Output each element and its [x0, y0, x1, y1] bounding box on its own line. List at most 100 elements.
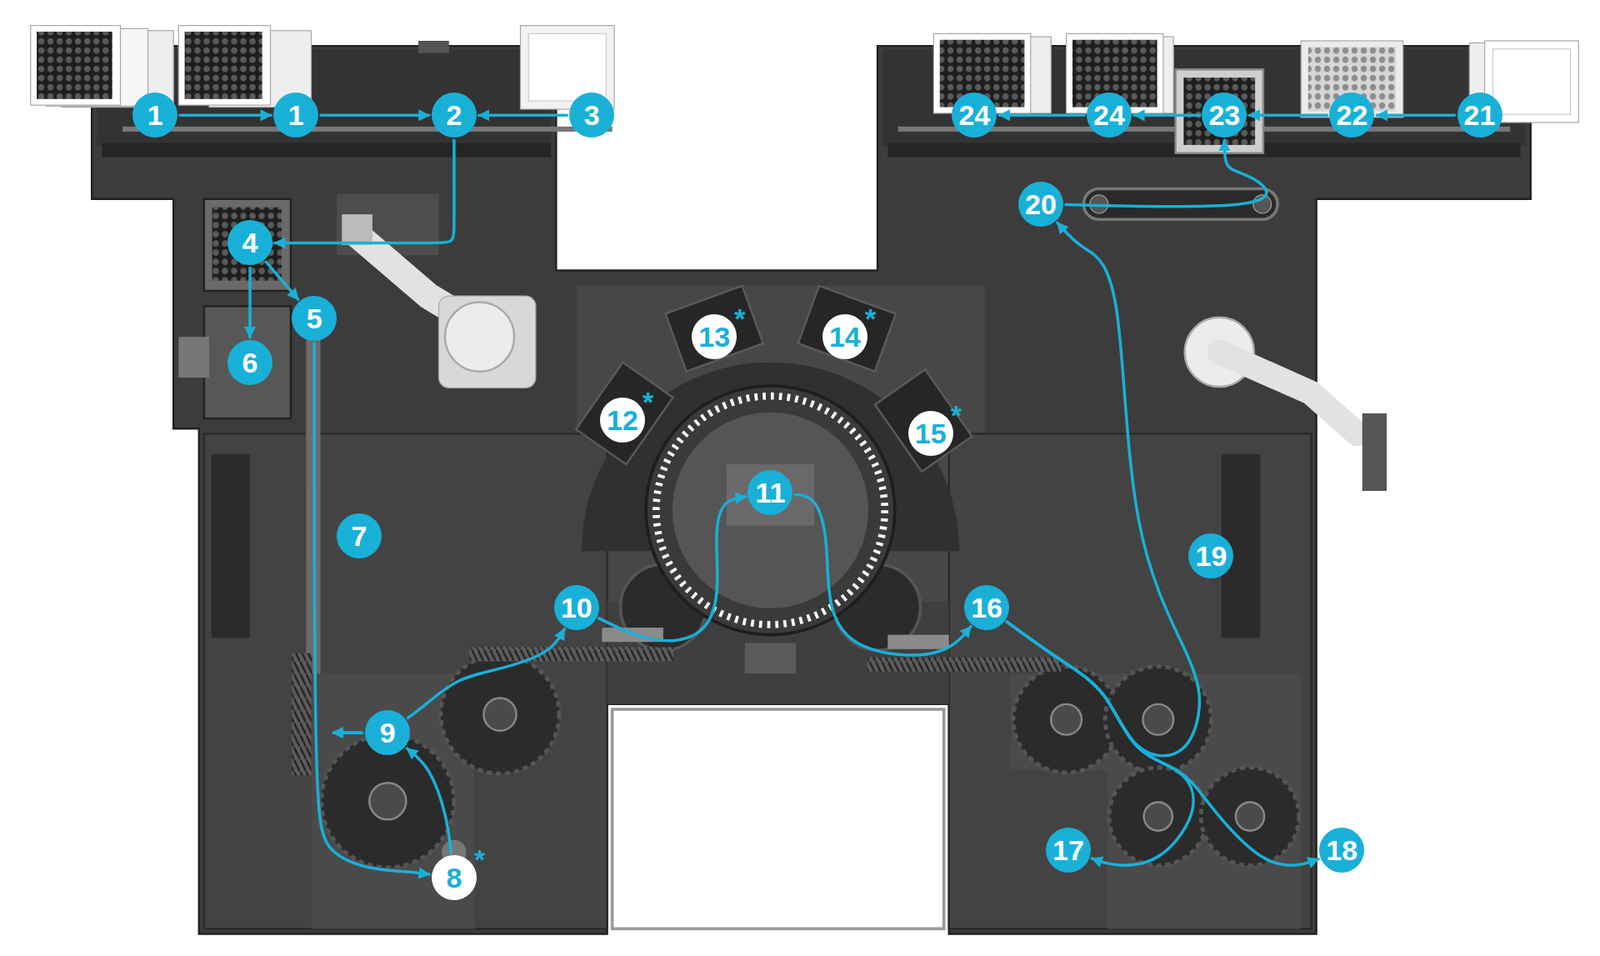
- callout-number: 10: [554, 585, 600, 630]
- robot-gripper: [1362, 413, 1387, 491]
- callout-number: 5: [291, 295, 337, 341]
- callout-number: 9: [380, 718, 396, 747]
- tray-holes: [36, 31, 113, 100]
- timing-screw: [469, 646, 674, 661]
- carousel-table: [672, 412, 869, 609]
- feed-screw: [291, 653, 312, 776]
- callout-number: 1: [288, 100, 305, 130]
- callout-number: 24: [1086, 92, 1132, 138]
- callout-number: 7: [351, 521, 368, 550]
- callout-number: 24: [958, 100, 990, 130]
- flow-arrow: [599, 496, 746, 641]
- callout-number: 1: [273, 92, 319, 138]
- process-station: [798, 285, 896, 372]
- robot-arm: [1219, 351, 1357, 434]
- callout-number: 18: [1325, 835, 1358, 865]
- flow-arrow: [1249, 114, 1327, 118]
- callout-number: 13*: [691, 314, 737, 360]
- callout-number: 9: [365, 710, 410, 755]
- wheel-hub: [1142, 704, 1174, 735]
- callout-number: 22: [1329, 92, 1375, 138]
- callout-asterisk: *: [642, 387, 654, 416]
- flow-arrow: [1006, 222, 1200, 756]
- tray-nest: [1175, 69, 1264, 153]
- flow-arrow: [320, 114, 430, 118]
- callout-number: 24: [1093, 100, 1125, 130]
- star-wheel: [440, 655, 560, 774]
- callout-number: 12: [606, 405, 639, 435]
- process-station: [575, 362, 673, 465]
- shuttle-rail: [122, 126, 613, 132]
- empty-tray: [1492, 49, 1570, 115]
- process-station: [665, 285, 764, 372]
- rail: [101, 142, 551, 157]
- callout-number: 23: [1201, 92, 1247, 138]
- screw-drive: [887, 635, 949, 650]
- callout-number: 19: [1188, 533, 1234, 579]
- robot-gripper: [341, 214, 373, 245]
- tray-holes: [185, 31, 263, 100]
- tray: [178, 25, 270, 106]
- operator-notch: [612, 709, 945, 929]
- callout-number: 8: [445, 863, 462, 892]
- callout-number: 19: [1195, 541, 1228, 570]
- carousel: [645, 385, 895, 635]
- flow-arrow: [248, 267, 252, 337]
- callout-number: 23: [1208, 100, 1240, 130]
- process-station: [875, 369, 972, 471]
- timing-screw: [867, 657, 1062, 672]
- callout-number: 11: [747, 470, 793, 515]
- callout-number: 16: [964, 585, 1010, 630]
- bracket: [418, 40, 450, 54]
- floor-panel: [204, 433, 608, 929]
- flow-arrow: [314, 343, 430, 875]
- callout-number: 21: [1464, 100, 1496, 130]
- carousel-pockets: [655, 395, 885, 625]
- flow-arrow: [180, 114, 271, 118]
- callout-number: 15*: [908, 410, 954, 456]
- callout-number: 11: [755, 478, 786, 507]
- callout-asterisk: *: [865, 304, 876, 333]
- denester-motor: [178, 336, 210, 378]
- flow-arrow: [1376, 114, 1455, 118]
- callout-number: 8*: [431, 855, 477, 900]
- callout-number: 2: [445, 100, 462, 130]
- flow-arrow: [265, 261, 298, 300]
- flow-arrow: [1065, 140, 1267, 206]
- flow-arrow: [275, 140, 455, 243]
- callout-number: 15: [915, 419, 947, 448]
- tray: [30, 25, 121, 106]
- flow-arrow: [1006, 621, 1319, 865]
- callout-asterisk: *: [734, 304, 745, 333]
- callout-number: 13: [698, 322, 730, 351]
- flow-arrow: [479, 114, 567, 118]
- flow-arrow: [1006, 621, 1194, 865]
- callout-number: 2: [431, 92, 477, 138]
- wheel-hub: [483, 698, 516, 731]
- denester: [204, 305, 291, 419]
- callout-number: 7: [336, 513, 382, 559]
- callout-number: 12*: [600, 397, 645, 443]
- callout-number: 17: [1052, 835, 1085, 865]
- callout-number: 14: [829, 322, 861, 351]
- callout-number: 4: [242, 228, 259, 257]
- callout-number: 1: [147, 100, 164, 130]
- callout-number: 24: [951, 92, 997, 138]
- side-slot: [210, 454, 250, 638]
- flow-arrow: [1134, 114, 1200, 118]
- flow-arrow: [795, 494, 971, 655]
- callout-number: 1: [132, 92, 178, 138]
- callout-number: 3: [569, 92, 615, 138]
- callout-number: 16: [970, 593, 1003, 622]
- callout-number: 21: [1457, 92, 1503, 138]
- callout-number: 20: [1025, 190, 1057, 219]
- callout-number: 10: [560, 593, 593, 622]
- wheel-hub: [1144, 801, 1173, 830]
- flow-arrow: [407, 629, 565, 719]
- callout-number: 20: [1018, 181, 1064, 227]
- callout-number: 17: [1045, 827, 1091, 873]
- flow-arrow: [407, 748, 452, 853]
